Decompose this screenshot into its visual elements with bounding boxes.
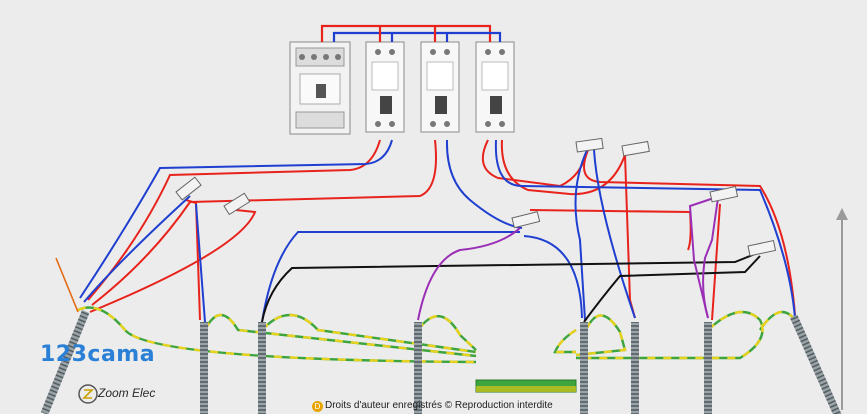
switch-wires	[261, 195, 761, 323]
wago-connector-4	[621, 140, 650, 157]
wago-connector-3	[575, 137, 604, 153]
conduit	[200, 322, 208, 414]
brand-watermark: 123cama	[40, 342, 156, 367]
zoom-elec-logo-icon	[78, 384, 98, 404]
arrow-up-icon	[836, 208, 848, 410]
differential-breaker	[289, 41, 351, 135]
conduits	[40, 310, 843, 414]
copyright-text: Droits d'auteur enregistrés © Reproducti…	[325, 400, 553, 411]
circuit-breaker-2	[420, 41, 460, 133]
conduit-left	[40, 310, 90, 414]
wago-connector-5	[511, 211, 541, 229]
orange-wire	[55, 257, 79, 313]
conduit	[704, 322, 712, 414]
wago-connector-2	[223, 192, 251, 216]
wago-connector-6	[709, 186, 739, 203]
circuit-breaker-1	[365, 41, 405, 133]
circuit-breaker-3	[475, 41, 515, 133]
supply-bus-wires	[320, 24, 502, 42]
conduit	[631, 322, 639, 414]
wago-connector-7	[747, 240, 777, 257]
connector-blocks	[175, 137, 777, 257]
conduit	[580, 322, 588, 414]
conduit-right	[790, 314, 843, 414]
zoom-elec-logo-text: Zoom Elec	[98, 386, 156, 400]
conduit	[258, 322, 266, 414]
earth-terminal-bar	[475, 379, 577, 393]
wago-connector-1	[175, 176, 202, 201]
copyright-icon: D	[312, 401, 323, 412]
conduit	[414, 322, 422, 414]
neutral-wires	[79, 139, 796, 323]
earth-wires	[77, 306, 796, 364]
